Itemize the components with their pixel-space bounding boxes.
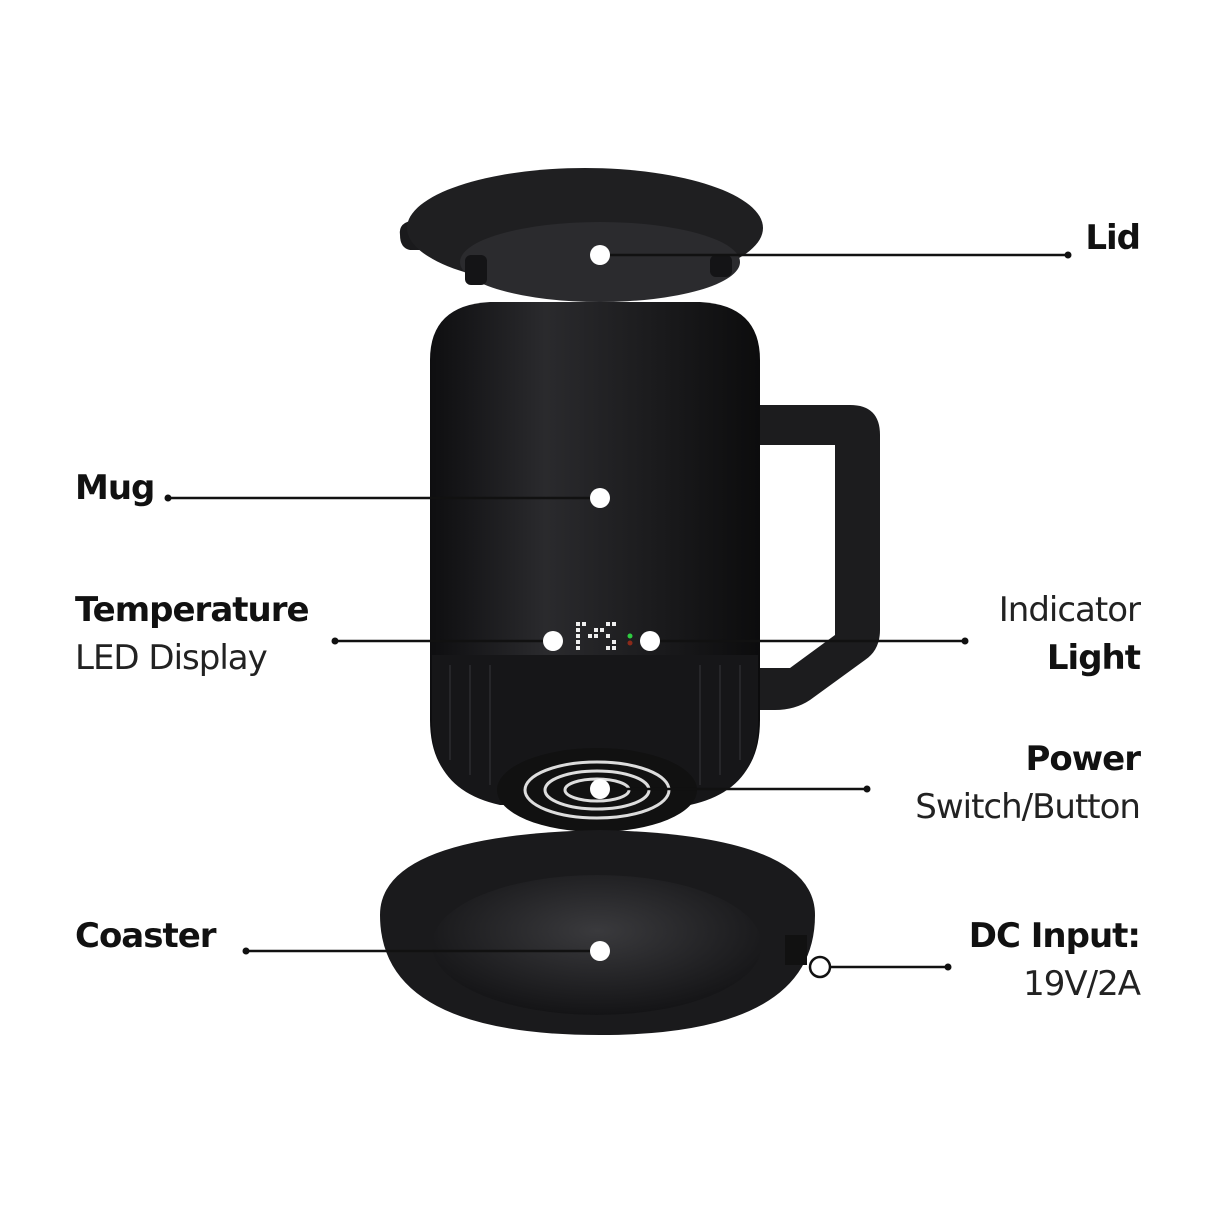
lid [399, 168, 763, 302]
mug-label: Mug [75, 468, 155, 508]
power-marker [590, 779, 610, 799]
dc-input-label: DC Input:19V/2A [968, 916, 1141, 1004]
mug-handle [750, 405, 880, 710]
coaster [380, 830, 815, 1035]
dc-input-marker [808, 955, 832, 979]
lid-label: Lid [1085, 218, 1141, 258]
markers [543, 245, 832, 979]
indicator-green [627, 633, 633, 639]
mug-marker [590, 488, 610, 508]
coaster-label: Coaster [75, 916, 217, 956]
led-display [576, 622, 633, 650]
indicator-red [627, 640, 633, 646]
indicator-marker [640, 631, 660, 651]
leader-lines [168, 253, 1068, 969]
lid-marker [590, 245, 610, 265]
coaster-marker [590, 941, 610, 961]
temperature-marker [543, 631, 563, 651]
mug-body [430, 302, 760, 832]
